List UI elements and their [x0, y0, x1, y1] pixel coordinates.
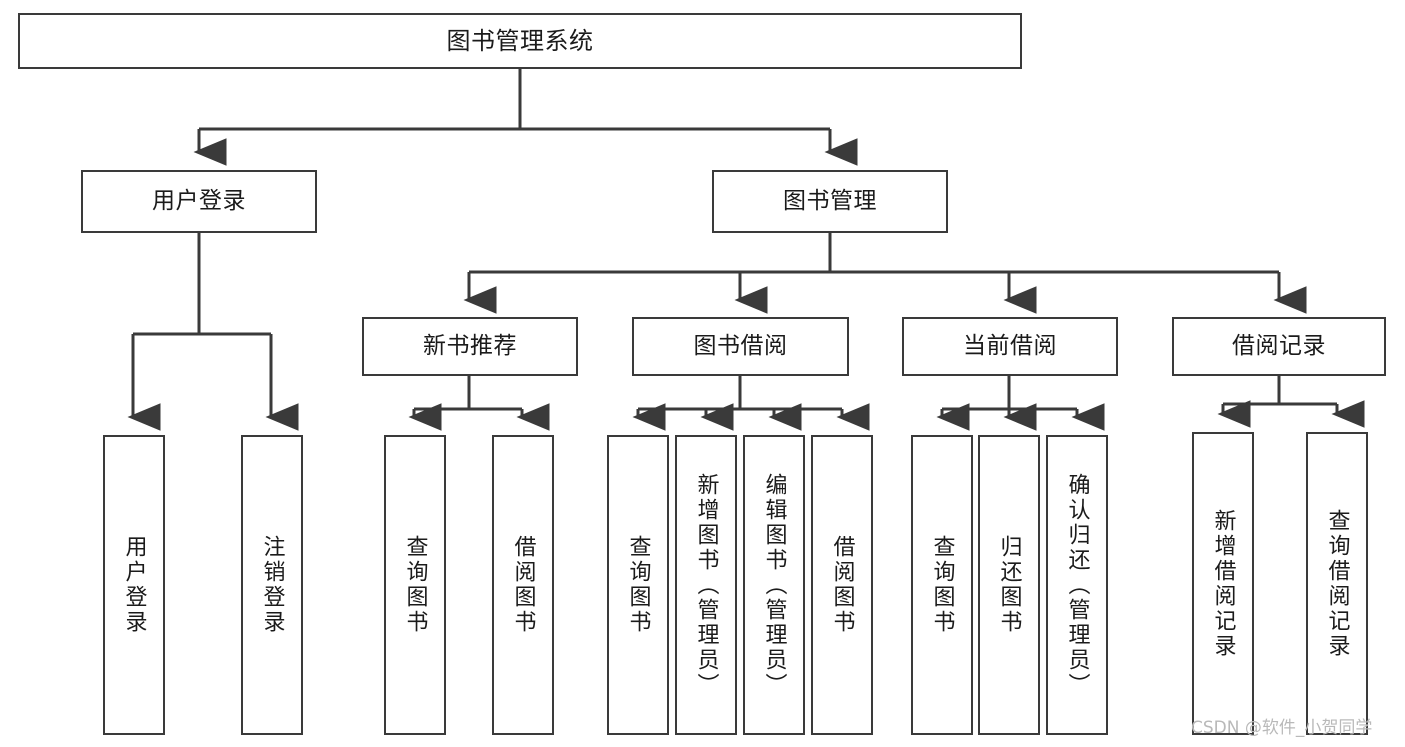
- node-leaf-current-borrow-query[interactable]: 查询图书: [911, 435, 973, 735]
- node-label: 编辑图书（管理员）: [761, 472, 787, 698]
- node-label: 归还图书: [996, 535, 1022, 635]
- node-current-borrow[interactable]: 当前借阅: [902, 317, 1118, 376]
- node-label: 借阅记录: [1232, 332, 1326, 359]
- node-leaf-user-login-login[interactable]: 用户登录: [103, 435, 165, 735]
- node-label: 查询借阅记录: [1324, 508, 1350, 659]
- node-leaf-book-borrow-query[interactable]: 查询图书: [607, 435, 669, 735]
- node-leaf-book-borrow-edit[interactable]: 编辑图书（管理员）: [743, 435, 805, 735]
- node-label: 图书借阅: [693, 332, 788, 359]
- node-label: 图书管理系统: [446, 26, 594, 55]
- node-label: 图书管理: [783, 187, 877, 214]
- watermark: CSDN @软件_小贺同学: [1191, 718, 1373, 738]
- node-label: 注销登录: [259, 535, 285, 635]
- node-leaf-new-book-borrow[interactable]: 借阅图书: [492, 435, 554, 735]
- node-leaf-book-borrow-add[interactable]: 新增图书（管理员）: [675, 435, 737, 735]
- node-label: 用户登录: [121, 535, 147, 635]
- node-leaf-borrow-record-add[interactable]: 新增借阅记录: [1192, 432, 1254, 735]
- node-label: 用户登录: [152, 187, 246, 214]
- node-book-manage[interactable]: 图书管理: [712, 170, 948, 233]
- node-leaf-book-borrow-borrow[interactable]: 借阅图书: [811, 435, 873, 735]
- node-label: 新增借阅记录: [1210, 508, 1236, 659]
- node-label: 新书推荐: [423, 332, 517, 359]
- node-label: 查询图书: [625, 535, 651, 635]
- node-leaf-current-borrow-return[interactable]: 归还图书: [978, 435, 1040, 735]
- node-root-system[interactable]: 图书管理系统: [18, 13, 1022, 69]
- node-label: 当前借阅: [963, 332, 1057, 359]
- node-label: 确认归还（管理员）: [1064, 472, 1090, 698]
- node-label: 查询图书: [929, 535, 955, 635]
- node-borrow-record[interactable]: 借阅记录: [1172, 317, 1386, 376]
- node-leaf-user-login-logout[interactable]: 注销登录: [241, 435, 303, 735]
- node-new-book-recommend[interactable]: 新书推荐: [362, 317, 578, 376]
- node-leaf-new-book-query[interactable]: 查询图书: [384, 435, 446, 735]
- node-label: 新增图书（管理员）: [693, 472, 719, 698]
- node-user-login[interactable]: 用户登录: [81, 170, 317, 233]
- node-label: 借阅图书: [829, 535, 855, 635]
- node-label: 借阅图书: [510, 535, 536, 635]
- node-label: 查询图书: [402, 535, 428, 635]
- node-book-borrow[interactable]: 图书借阅: [632, 317, 849, 376]
- node-leaf-borrow-record-query[interactable]: 查询借阅记录: [1306, 432, 1368, 735]
- node-leaf-current-borrow-confirm[interactable]: 确认归还（管理员）: [1046, 435, 1108, 735]
